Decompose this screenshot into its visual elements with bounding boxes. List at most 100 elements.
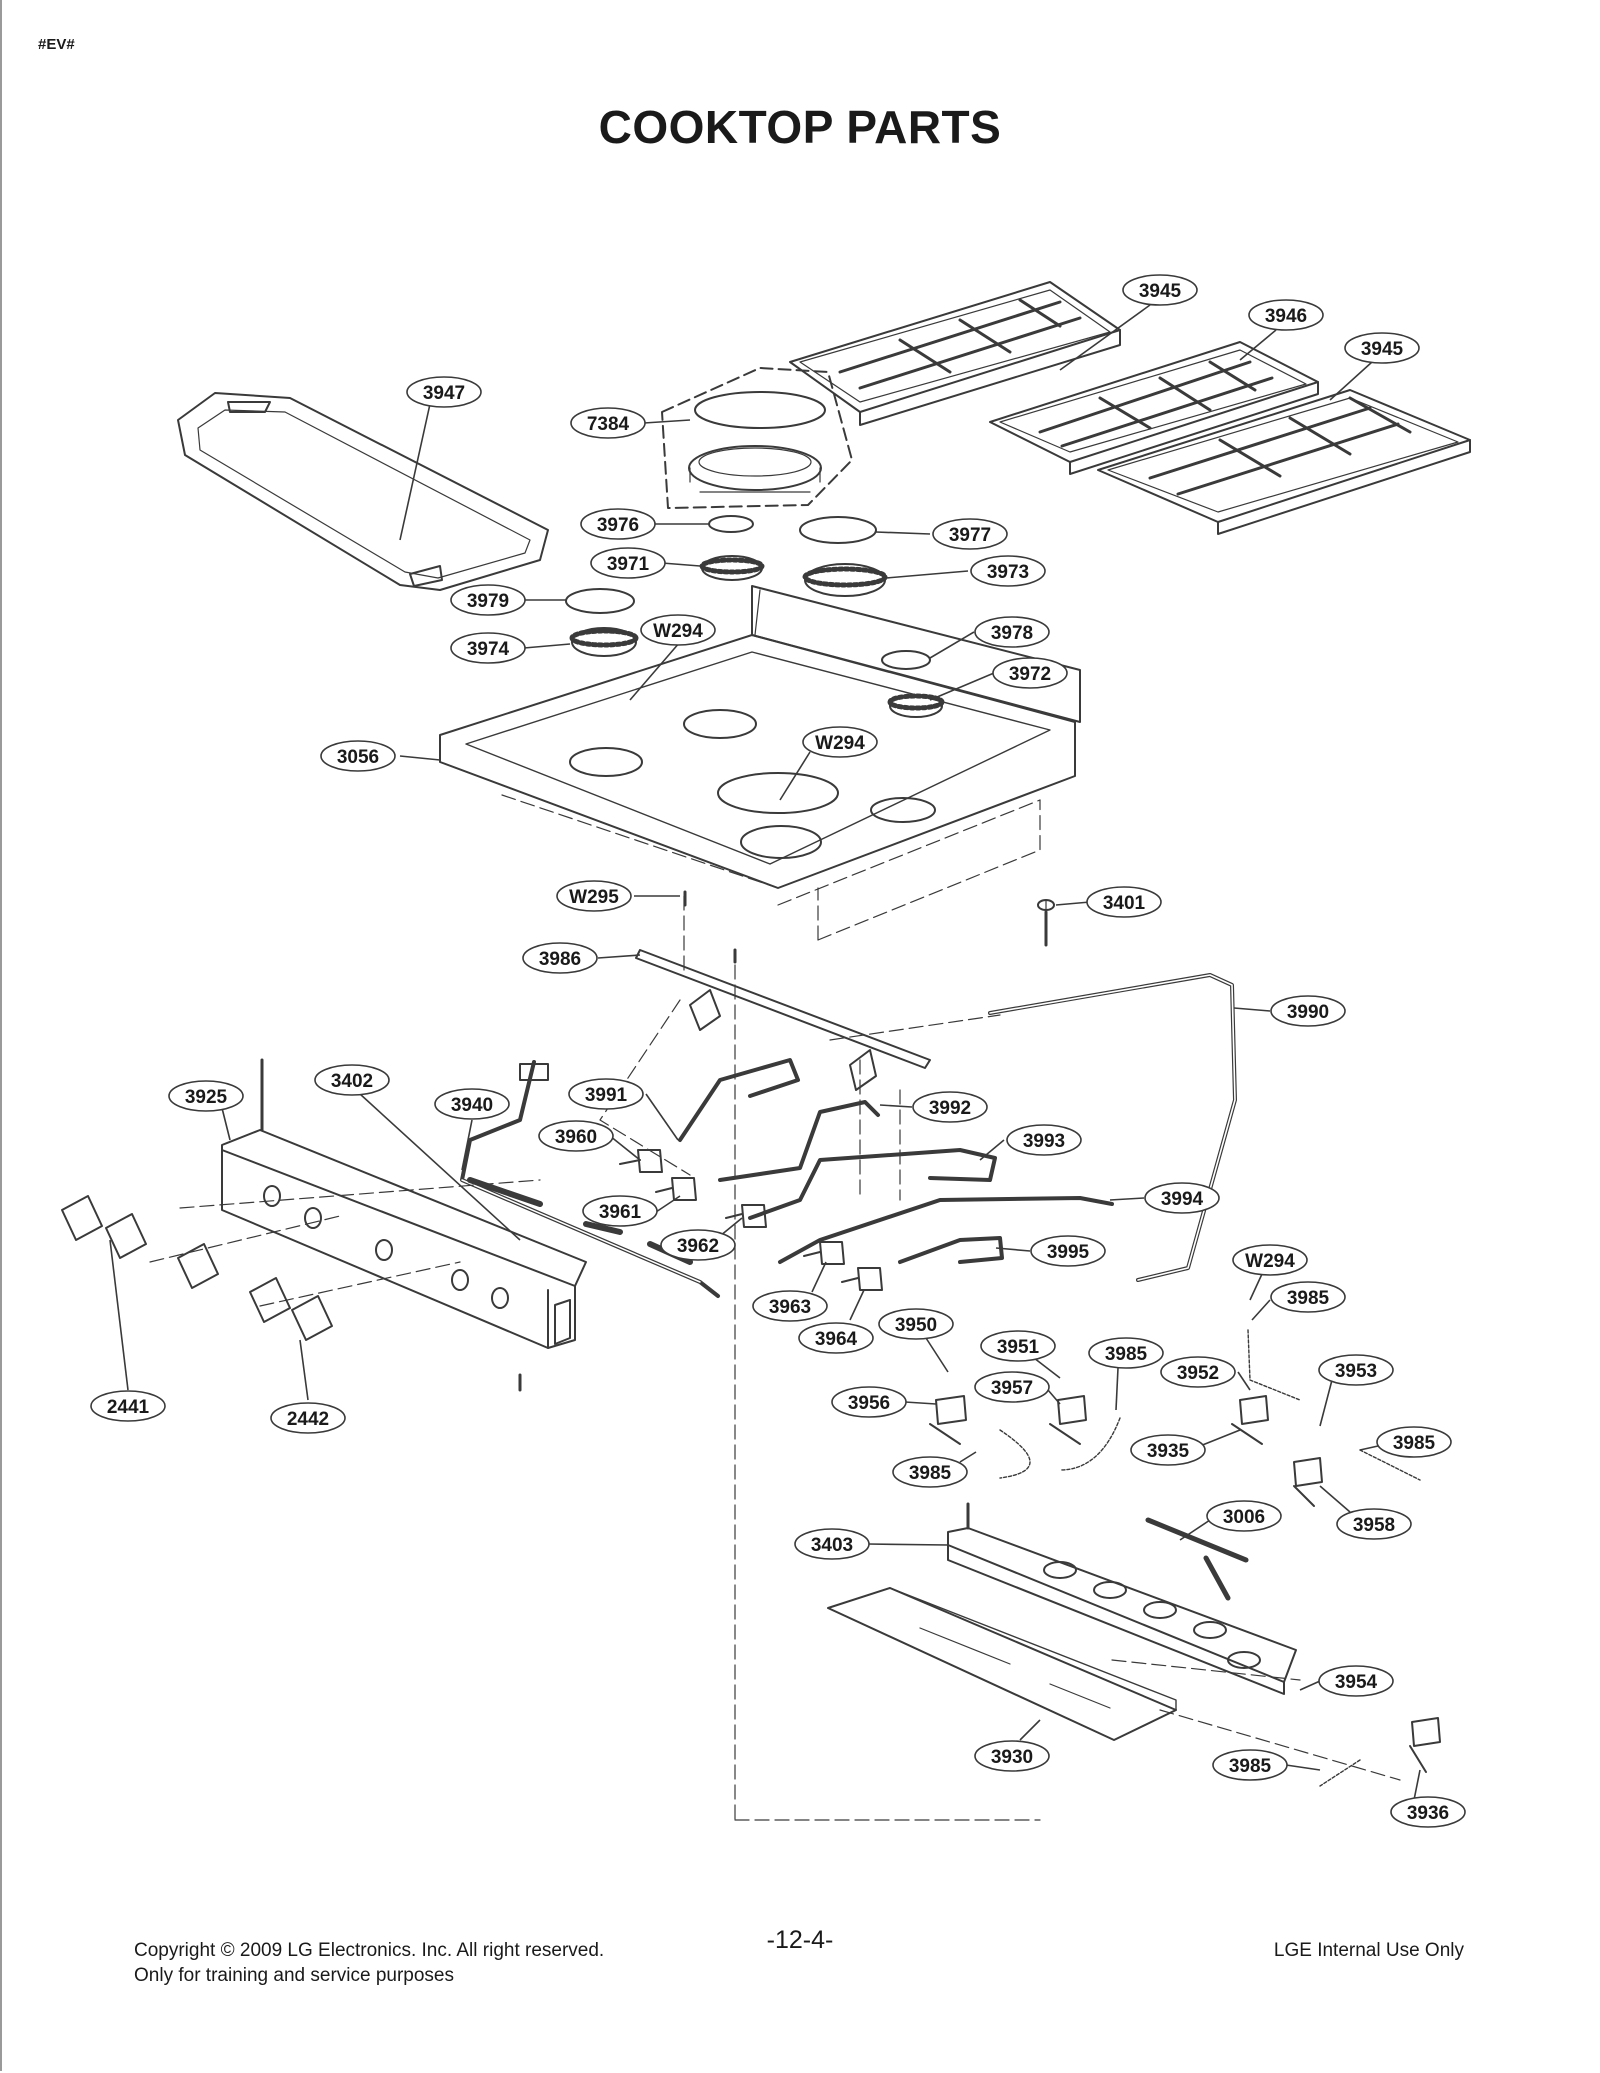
callout-leader xyxy=(1109,1197,1145,1201)
part-number-label: 2441 xyxy=(107,1397,150,1418)
callout-leader xyxy=(904,1401,937,1405)
part-number-label: 3977 xyxy=(949,525,991,546)
part-number-label: 3962 xyxy=(677,1236,719,1257)
part-number-label: 3945 xyxy=(1361,339,1404,360)
callout-bubble xyxy=(1336,1508,1412,1540)
callout-leader xyxy=(779,751,811,801)
callout-bubble xyxy=(570,407,646,439)
part-number-label: 3957 xyxy=(991,1378,1033,1399)
callout-bubble xyxy=(831,1386,907,1418)
callout-bubble xyxy=(1270,1281,1346,1313)
part-number-label: 3972 xyxy=(1009,664,1051,685)
part-number-label: 3971 xyxy=(607,554,650,575)
oval-burner-dashed-box xyxy=(661,367,853,509)
callout-bubble xyxy=(1006,1124,1082,1156)
callout-leader xyxy=(597,954,641,959)
callout-bubble xyxy=(1212,1749,1288,1781)
callout-bubble xyxy=(168,1080,244,1112)
part-number-label: 3960 xyxy=(555,1127,597,1148)
callout-leader xyxy=(1249,1273,1263,1301)
page-title: COOKTOP PARTS xyxy=(598,101,1002,153)
grate-center-drawing xyxy=(989,341,1319,475)
part-number-label: 3950 xyxy=(895,1315,937,1336)
part-number-label: 3963 xyxy=(769,1297,811,1318)
callout-bubble xyxy=(1086,886,1162,918)
callout-bubble xyxy=(660,1229,736,1261)
callout-leader xyxy=(1019,1719,1041,1741)
callout-leader xyxy=(399,755,441,761)
part-number-label: W294 xyxy=(653,621,703,642)
callout-bubble xyxy=(90,1390,166,1422)
callout-leader xyxy=(1359,1445,1379,1451)
callout-bubble xyxy=(582,1195,658,1227)
manifold-bracket-drawing xyxy=(635,949,931,1091)
part-number-label: 3979 xyxy=(467,591,509,612)
callout-leader xyxy=(929,631,975,659)
callout-leader xyxy=(1285,1764,1321,1771)
callout-bubble xyxy=(974,1371,1050,1403)
callout-bubble xyxy=(450,632,526,664)
callout-leader xyxy=(1233,1007,1271,1012)
callout-leader xyxy=(1179,1519,1211,1541)
callout-bubble xyxy=(970,555,1046,587)
callout-leader xyxy=(359,1093,521,1241)
callout-leader xyxy=(629,641,681,701)
part-number-label: 3992 xyxy=(929,1098,971,1119)
callout-leader xyxy=(1055,901,1091,906)
callout-bubble xyxy=(1344,332,1420,364)
callout-bubble xyxy=(1088,1337,1164,1369)
callout-bubble xyxy=(270,1402,346,1434)
part-number-label: 3961 xyxy=(599,1202,642,1223)
callout-leader xyxy=(1115,1367,1119,1411)
callout-bubble xyxy=(932,518,1008,550)
internal-use-note: LGE Internal Use Only xyxy=(1273,1940,1464,1961)
callout-leader xyxy=(399,403,431,541)
part-number-label: 3985 xyxy=(1229,1756,1272,1777)
callout-leader xyxy=(879,1104,913,1108)
callout-leader xyxy=(929,672,995,701)
wire-harness xyxy=(460,1060,720,1298)
knobs-drawing xyxy=(61,1195,333,1341)
callout-bubble xyxy=(1144,1182,1220,1214)
callout-leader xyxy=(885,570,969,579)
part-number-label: 3006 xyxy=(1223,1507,1265,1528)
part-number-label: 3935 xyxy=(1147,1441,1190,1462)
part-number-label: 7384 xyxy=(587,414,630,435)
callout-leader xyxy=(655,1195,681,1213)
callout-bubble xyxy=(752,1290,828,1322)
part-number-label: 3951 xyxy=(997,1337,1040,1358)
part-number-label: 3953 xyxy=(1335,1361,1377,1382)
callout-leader xyxy=(661,562,701,567)
part-number-label: 3952 xyxy=(1177,1363,1219,1384)
part-number-label: 3995 xyxy=(1047,1242,1090,1263)
callout-bubble xyxy=(1318,1354,1394,1386)
callout-leader xyxy=(1199,1429,1241,1447)
part-number-label: 3994 xyxy=(1161,1189,1204,1210)
callout-bubble xyxy=(580,508,656,540)
part-number-label: 3993 xyxy=(1023,1131,1065,1152)
callout-bubble xyxy=(802,726,878,758)
callout-leader xyxy=(1237,1371,1251,1391)
part-number-label: 3947 xyxy=(423,383,465,404)
callout-bubble xyxy=(798,1322,874,1354)
callout-leader xyxy=(1047,1389,1061,1405)
callout-bubble xyxy=(992,657,1068,689)
callout-bubble xyxy=(1130,1434,1206,1466)
part-number-label: 3925 xyxy=(185,1087,228,1108)
part-number-label: 3974 xyxy=(467,639,510,660)
callout-bubble xyxy=(314,1064,390,1096)
callout-bubble xyxy=(1232,1244,1308,1276)
callout-leader xyxy=(719,1217,743,1237)
lower-plate-drawing xyxy=(827,1587,1177,1741)
callout-bubble xyxy=(980,1330,1056,1362)
part-number-label: 3976 xyxy=(597,515,639,536)
cooktop-main-top-drawing xyxy=(439,585,1081,889)
part-number-label: 3985 xyxy=(1393,1433,1436,1454)
callout-leader xyxy=(1059,304,1151,371)
callout-leader xyxy=(1319,1485,1351,1513)
callout-leader xyxy=(1299,1680,1321,1691)
callout-leader xyxy=(925,1337,949,1373)
gas-tubes-drawing xyxy=(678,1058,1114,1264)
callout-bubble xyxy=(974,616,1050,648)
control-panel-drawing xyxy=(221,1129,587,1349)
